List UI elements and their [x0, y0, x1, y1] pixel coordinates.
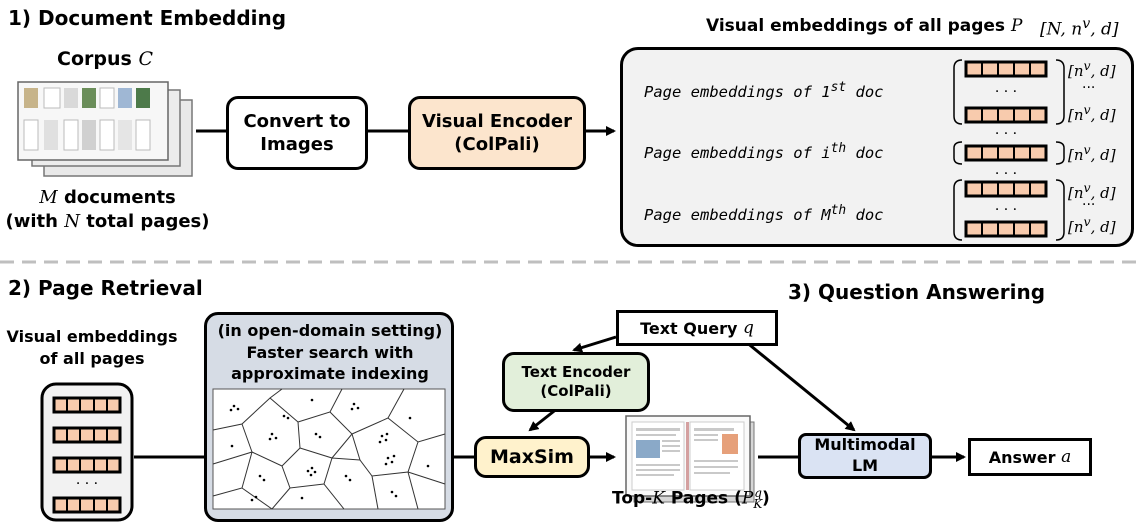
shape-label-2: [nv, d] [1068, 142, 1116, 164]
edge-query-multimodal [739, 335, 856, 432]
row-3-label: Page embeddings of Mth doc [644, 203, 884, 225]
text-encoder-box: Text Encoder (ColPali) [502, 352, 650, 412]
shape-label-1b: [nv, d] [1068, 102, 1116, 124]
embeddings-shape: [N, nv, d] [1040, 16, 1119, 40]
embeddings-panel [620, 47, 1134, 247]
multimodal-lm-box: Multimodal LM [798, 433, 932, 479]
svg-text:· · ·: · · · [995, 166, 1017, 182]
answer-box: Answer a [968, 438, 1092, 476]
svg-text:· · ·: · · · [995, 202, 1017, 218]
section-1-title: 1) Document Embedding [8, 6, 287, 30]
shape-label-1a: [nv, d] [1068, 58, 1116, 80]
shape-ellipsis-3: ··· [1082, 197, 1096, 213]
svg-text:· · ·: · · · [995, 84, 1017, 100]
row-1-label: Page embeddings of 1st doc [644, 80, 884, 102]
topk-label: Top-K Pages (PKq) [612, 486, 770, 512]
cells-row1a [964, 60, 1048, 78]
row-2-label: Page embeddings of ith doc [644, 141, 884, 163]
embeddings-title: Visual embeddings of all pages P [706, 16, 1023, 36]
text-query-box: Text Query q [616, 310, 778, 346]
visual-encoder-box: Visual Encoder (ColPali) [408, 96, 586, 170]
embedding-column-icon: · · · [40, 382, 134, 522]
corpus-label: Corpus C [57, 48, 153, 70]
svg-text:· · ·: · · · [995, 126, 1017, 142]
shape-ellipsis-1: ··· [1082, 80, 1096, 96]
section-2-title: 2) Page Retrieval [8, 276, 203, 300]
docs-label: M documents (with N total pages) [5, 187, 210, 233]
visual-embeddings-label: Visual embeddings of all pages [6, 327, 178, 369]
shape-label-3a: [nv, d] [1068, 180, 1116, 202]
embedding-matrix-icon: · · · · · · · · · · · · [953, 59, 1065, 241]
shape-label-3b: [nv, d] [1068, 214, 1116, 236]
voronoi-index-icon [212, 388, 446, 510]
retrieved-pages-icon [625, 415, 755, 503]
index-title: (in open-domain setting) Faster search w… [217, 321, 443, 384]
section-3-title: 3) Question Answering [788, 280, 1046, 304]
svg-text:· · ·: · · · [76, 476, 98, 492]
edge-query-textencoder [572, 335, 617, 353]
convert-to-images-box: Convert to Images [226, 96, 368, 170]
document-stack-icon [17, 81, 193, 177]
maxsim-box: MaxSim [474, 436, 590, 478]
